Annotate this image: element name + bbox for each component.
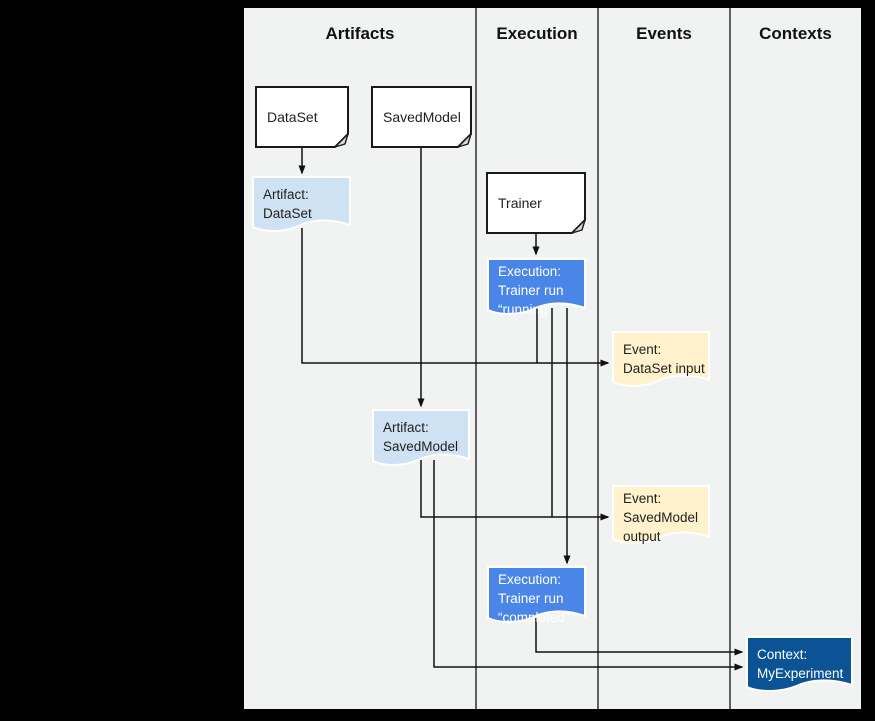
node-artifact-savedmodel-line1: Artifact:	[383, 420, 429, 435]
node-context-myexperiment: Context: MyExperiment	[746, 636, 853, 694]
node-context-myexperiment-line2: MyExperiment	[757, 666, 844, 681]
node-artifact-savedmodel-line2: SavedModel	[383, 439, 459, 454]
node-execution-completed-line3: “completed”	[498, 610, 570, 625]
node-event-savedmodel-output: Event: SavedModel output	[612, 485, 710, 546]
node-event-dataset-input-line1: Event:	[623, 342, 662, 357]
node-event-dataset-input: Event: DataSet input	[612, 331, 710, 389]
node-execution-completed-line1: Execution:	[498, 572, 562, 587]
node-execution-running: Execution: Trainer run “running”	[487, 258, 586, 317]
node-savedmodel-label: SavedModel	[383, 109, 461, 125]
node-execution-running-line1: Execution:	[498, 264, 562, 279]
column-header-execution: Execution	[496, 24, 578, 43]
diagram-canvas: Artifacts Execution Events Contexts Data…	[244, 8, 861, 709]
node-execution-completed-line2: Trainer run	[498, 591, 564, 606]
node-artifact-dataset: Artifact: DataSet	[252, 176, 351, 234]
node-event-savedmodel-output-line1: Event:	[623, 491, 662, 506]
node-dataset: DataSet	[255, 86, 349, 148]
connector-artifact-savedmodel-to-context	[433, 460, 744, 671]
node-event-savedmodel-output-line3: output	[623, 529, 661, 544]
node-trainer: Trainer	[486, 172, 586, 234]
node-execution-running-line3: “running”	[498, 302, 553, 317]
column-header-contexts: Contexts	[759, 24, 832, 43]
connector-layer	[298, 8, 744, 709]
node-context-myexperiment-line1: Context:	[757, 647, 808, 662]
connector-artifact-savedmodel-to-event-savedmodel-output	[420, 460, 610, 521]
node-execution-running-line2: Trainer run	[498, 283, 564, 298]
column-header-events: Events	[636, 24, 692, 43]
node-savedmodel: SavedModel	[371, 86, 472, 148]
node-artifact-dataset-line2: DataSet	[263, 206, 312, 221]
node-artifact-savedmodel: Artifact: SavedModel	[372, 409, 470, 468]
node-execution-completed: Execution: Trainer run “completed”	[487, 566, 586, 625]
node-dataset-label: DataSet	[267, 109, 318, 125]
node-event-dataset-input-line2: DataSet input	[623, 361, 705, 376]
node-artifact-dataset-line1: Artifact:	[263, 187, 309, 202]
node-event-savedmodel-output-line2: SavedModel	[623, 510, 699, 525]
node-trainer-label: Trainer	[498, 195, 542, 211]
column-header-artifacts: Artifacts	[325, 24, 395, 43]
connector-artifact-dataset-to-event-dataset-input	[301, 228, 610, 367]
connector-execution-completed-to-context	[535, 618, 744, 656]
